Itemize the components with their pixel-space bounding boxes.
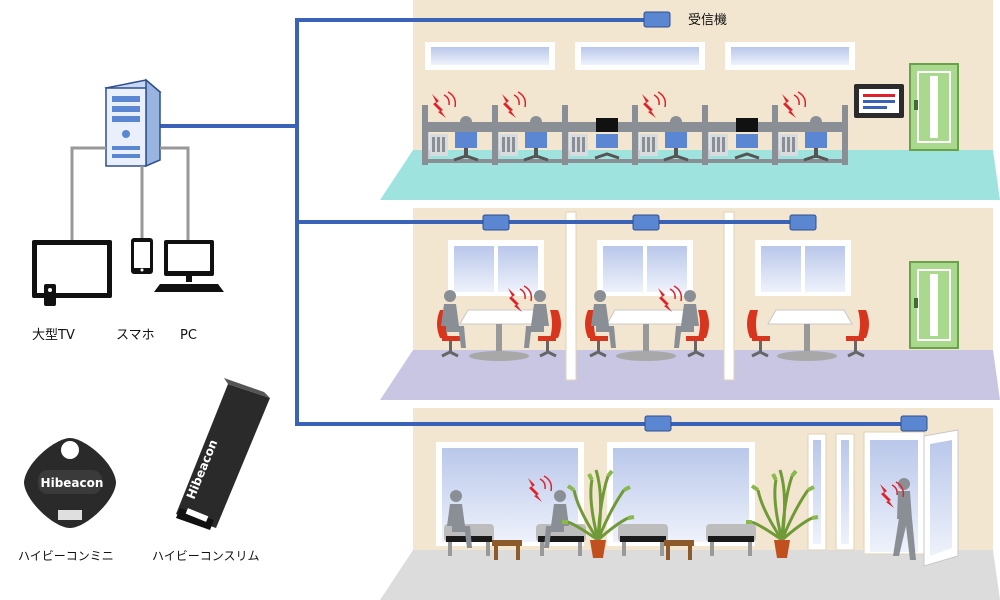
receiver-device [643,11,671,28]
tv-label: 大型TV [32,328,75,343]
receiver-device [900,415,928,432]
receiver-device [632,214,660,231]
network-lines [158,18,914,426]
client-lines [70,146,190,240]
mini-brand-text: Hibeacon [41,476,104,490]
lobby-floor [436,429,959,567]
meeting-floor [435,211,959,381]
pillar [565,211,577,381]
monitor [736,118,758,132]
sofa [706,524,756,556]
pillar [723,211,735,381]
window [755,240,851,296]
walking-person [893,478,916,560]
smartphone-label: スマホ [116,328,155,343]
server [104,78,162,168]
coffee-table [664,540,694,560]
smartphone-icon [131,238,153,274]
pc-icon [154,240,224,292]
hibeacon-slim-device: Hibeacon [176,378,270,530]
monitor [596,118,618,132]
receiver-device [789,214,817,231]
receiver-label: 受信機 [688,13,727,28]
slim-label: ハイビーコンスリム [152,549,260,563]
meeting-table [767,309,853,361]
window [448,240,544,296]
window [597,240,693,296]
sofa [618,524,668,556]
office-floor [422,42,959,165]
mini-label: ハイビーコンミニ [18,549,114,563]
pc-label: PC [180,328,197,343]
receiver-device [482,214,510,231]
floor-1-floor [380,550,1000,600]
receivers [482,11,928,432]
hibeacon-mini-device: Hibeacon [24,438,116,528]
receiver-device [644,415,672,432]
floor-2-floor [380,350,1000,400]
coffee-table [492,540,522,560]
tv-icon [32,240,112,306]
